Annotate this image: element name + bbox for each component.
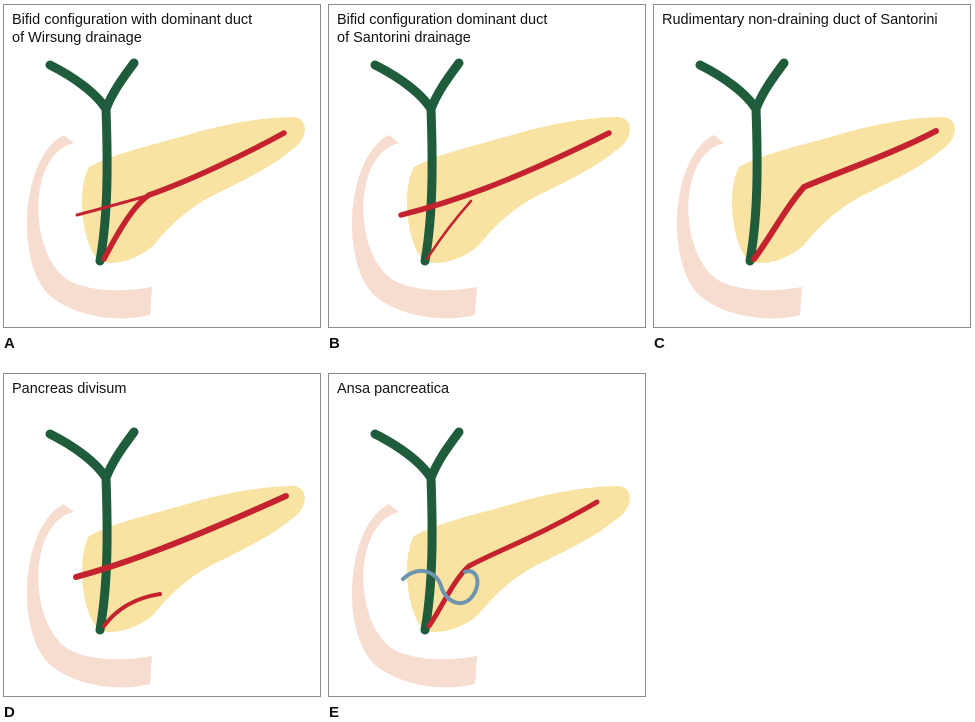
duodenum [26, 135, 152, 319]
duodenum [676, 135, 802, 319]
duodenum [26, 504, 152, 688]
common-bile-duct [45, 58, 139, 266]
common-bile-duct [45, 427, 139, 635]
panel-a: Bifid configuration with dominant duct o… [3, 4, 321, 328]
panel-d: Pancreas divisum [3, 373, 321, 697]
panel-letter-a: A [4, 335, 15, 352]
panel-letter-e: E [329, 704, 340, 721]
panel-c: Rudimentary non-draining duct of Santori… [653, 4, 971, 328]
ventral-duct [425, 199, 473, 261]
panel-b: Bifid configuration dominant duct of San… [328, 4, 646, 328]
panel-letter-c: C [654, 335, 665, 352]
panel-e: Ansa pancreatica [328, 373, 646, 697]
common-bile-duct [695, 58, 789, 266]
diagram-c [676, 58, 955, 319]
common-bile-duct [370, 427, 464, 635]
duodenum [351, 135, 477, 319]
pancreas [81, 486, 305, 633]
accessory-duct [75, 193, 152, 217]
duodenum [351, 504, 477, 688]
ventral-duct [102, 592, 162, 628]
dorsal-duct [73, 493, 289, 580]
panel-title: Rudimentary non-draining duct of Santori… [662, 12, 938, 28]
dorsal-duct [398, 130, 612, 218]
pancreas [406, 117, 630, 264]
diagram-b [351, 58, 630, 319]
panel-letter-b: B [329, 335, 340, 352]
diagram-e [351, 427, 630, 688]
main-pancreatic-duct [751, 128, 939, 262]
pancreas [406, 486, 630, 633]
panel-title: Bifid configuration dominant duct of San… [337, 12, 548, 46]
common-bile-duct [370, 58, 464, 266]
main-pancreatic-duct [101, 130, 287, 262]
diagram-d [26, 427, 305, 688]
pancreas [731, 117, 955, 264]
ansa-pancreatica-loop [401, 568, 480, 606]
diagram-a [26, 58, 305, 319]
panel-title: Pancreas divisum [12, 381, 127, 397]
panel-title: Bifid configuration with dominant duct o… [12, 12, 253, 46]
panel-title: Ansa pancreatica [337, 381, 450, 397]
panel-letter-d: D [4, 704, 15, 721]
main-pancreatic-duct [426, 499, 600, 629]
